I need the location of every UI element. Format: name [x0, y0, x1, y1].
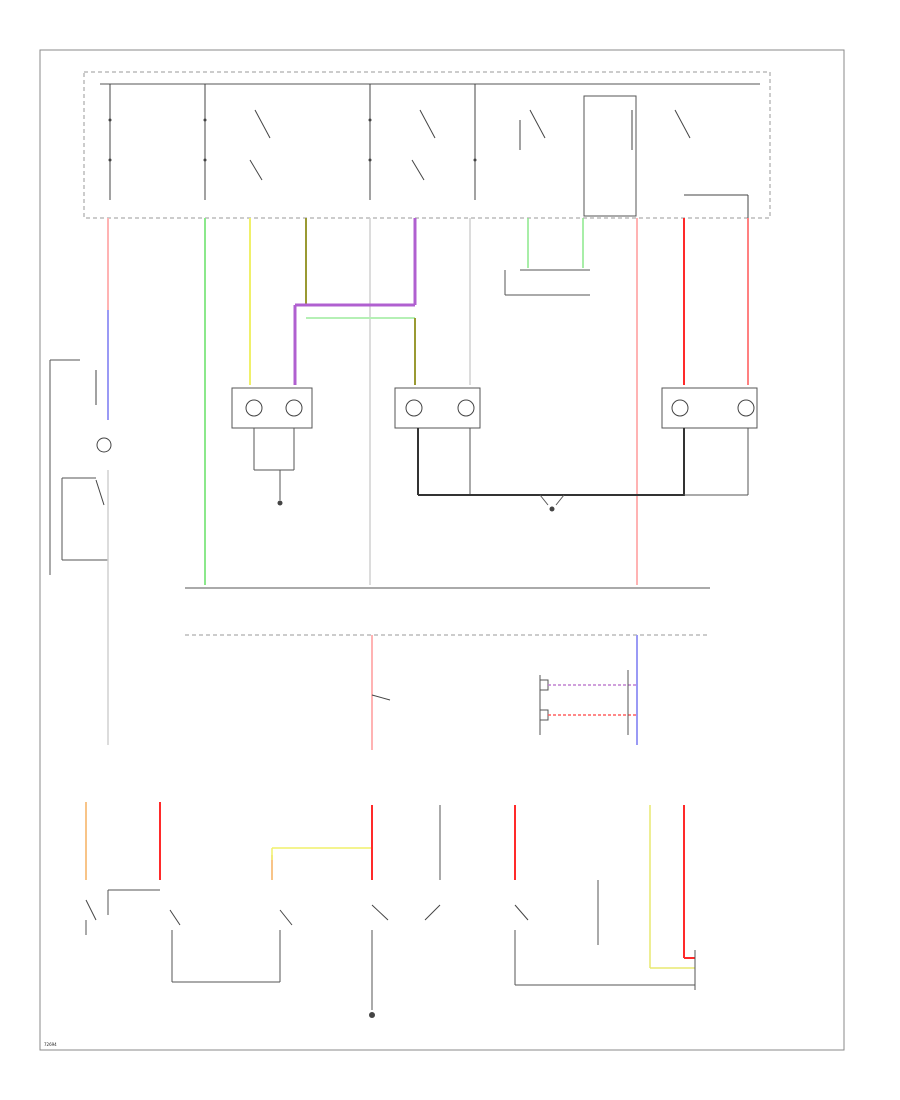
- top-wires: [107, 218, 749, 585]
- indicator-lamp-left: [96, 437, 112, 453]
- ground-bottom: [369, 1012, 375, 1018]
- switch-box: [83, 71, 771, 219]
- diagram-border: [39, 49, 845, 1051]
- ground-center: [549, 506, 555, 512]
- ground-left: [277, 500, 283, 506]
- left-circuit: [49, 359, 112, 745]
- lamp-left-1: [245, 399, 263, 417]
- lamp-group-left: [231, 387, 313, 506]
- lamp-left-2: [285, 399, 303, 417]
- relay-connector: [504, 269, 590, 296]
- bottom-circuit: [85, 802, 696, 1018]
- lamp-group-right: [661, 387, 758, 496]
- lamp-center-1: [405, 399, 423, 417]
- lamp-right-2: [737, 399, 755, 417]
- lamp-right-1: [671, 399, 689, 417]
- right-connector: [539, 670, 637, 735]
- lamp-group-center: [394, 387, 685, 512]
- corner-code: 72694: [44, 1042, 57, 1047]
- relay-module: [583, 95, 637, 217]
- switch-mid: [371, 694, 391, 701]
- lamp-center-2: [457, 399, 475, 417]
- switch-contacts: [108, 84, 749, 218]
